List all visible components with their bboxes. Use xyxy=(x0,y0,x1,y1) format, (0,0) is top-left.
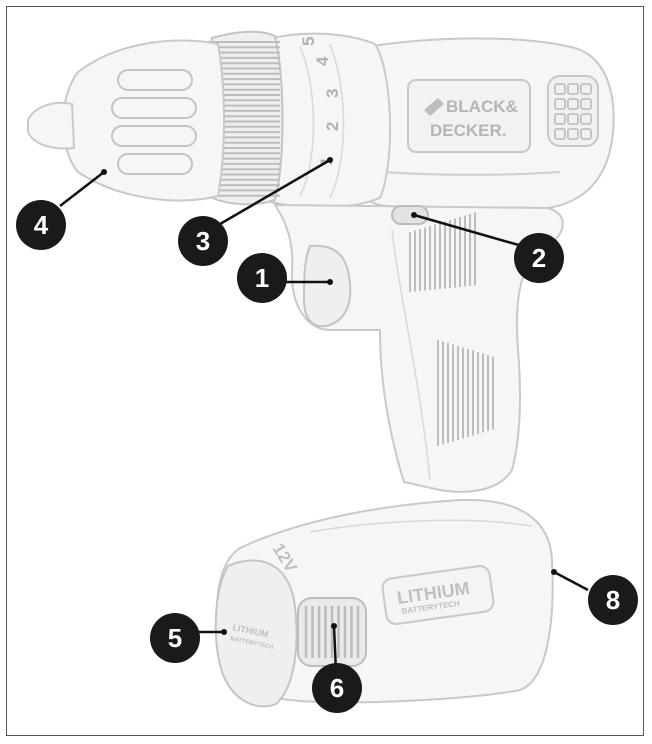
battery-end-cap xyxy=(214,559,298,708)
trigger-switch xyxy=(302,244,352,328)
callout-2-label: 2 xyxy=(532,243,546,273)
clutch-setting-5: 5 xyxy=(299,37,318,46)
callout-4: 4 xyxy=(16,200,66,250)
brand-logo: BLACK& DECKER. xyxy=(407,79,531,153)
callout-3-label: 3 xyxy=(196,226,210,256)
callout-2: 2 xyxy=(514,233,564,283)
battery-seam xyxy=(309,519,533,533)
clutch-setting-4: 4 xyxy=(313,56,332,66)
clutch-setting-3: 3 xyxy=(323,89,342,98)
brand-line2: DECKER. xyxy=(430,121,507,140)
callout-5: 5 xyxy=(150,613,200,663)
upper-grip-texture xyxy=(409,212,476,292)
keyless-chuck xyxy=(62,39,225,202)
callout-5-label: 5 xyxy=(168,623,182,653)
chuck-grip-ribs xyxy=(111,69,197,175)
callout-8-label: 8 xyxy=(606,585,620,615)
battery-release-button xyxy=(297,597,367,667)
callout-1-label: 1 xyxy=(255,263,269,293)
callout-8: 8 xyxy=(588,575,638,625)
battery-side-label: LITHIUM BATTERYTECH xyxy=(381,565,495,625)
brand-line1: BLACK& xyxy=(446,97,518,116)
chuck-nose xyxy=(27,101,76,150)
callout-3: 3 xyxy=(178,216,228,266)
forward-reverse-button xyxy=(391,205,429,225)
callout-6-label: 6 xyxy=(330,673,344,703)
callout-6: 6 xyxy=(312,663,362,713)
handle-seam xyxy=(391,229,431,481)
callout-4-label: 4 xyxy=(34,210,49,240)
lower-grip-texture xyxy=(437,340,494,446)
rear-vents xyxy=(547,75,599,147)
clutch-setting-2: 2 xyxy=(323,122,342,131)
leader-lines xyxy=(59,158,589,673)
callout-1: 1 xyxy=(237,253,287,303)
leader-dots xyxy=(101,157,557,635)
